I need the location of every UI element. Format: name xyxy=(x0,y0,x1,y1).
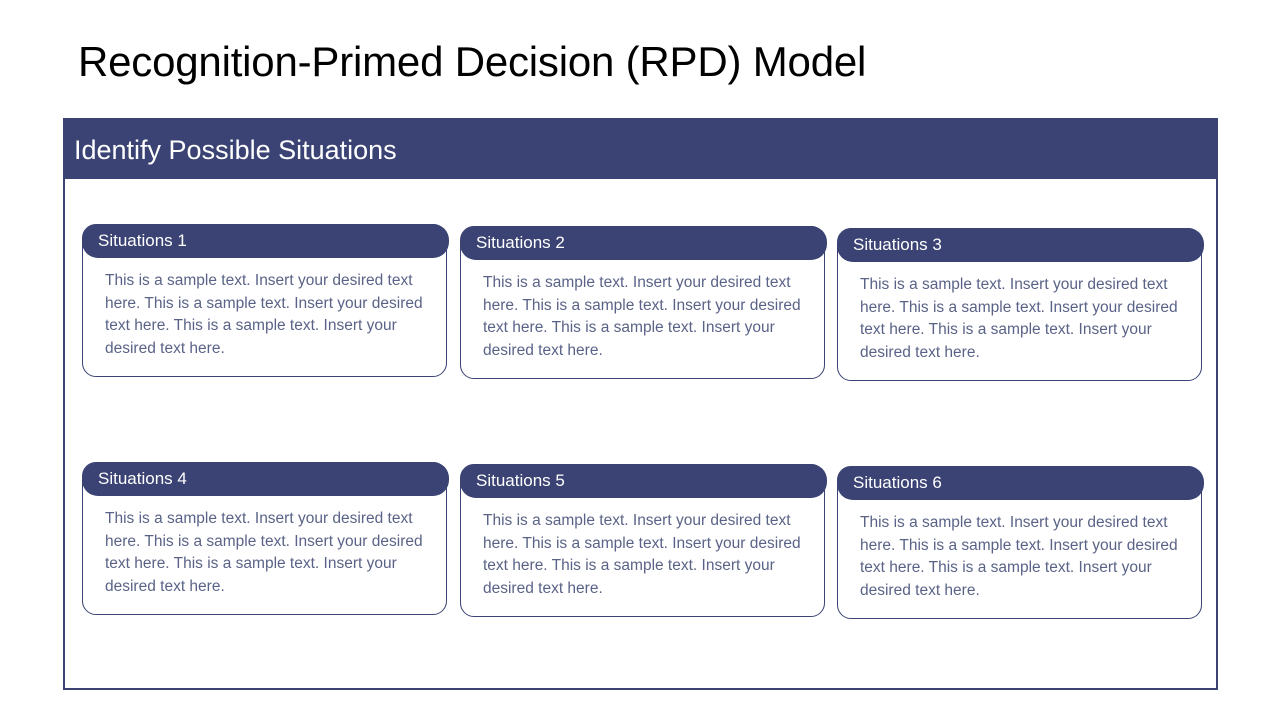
situation-card-1-title: Situations 1 xyxy=(98,231,187,250)
situation-card-3[interactable]: Situations 3 This is a sample text. Inse… xyxy=(837,228,1204,382)
panel-header-bar: Identify Possible Situations xyxy=(63,118,1218,179)
situation-card-2-body: This is a sample text. Insert your desir… xyxy=(483,274,801,359)
situation-card-3-body: This is a sample text. Insert your desir… xyxy=(860,276,1178,361)
situation-card-5-header: Situations 5 xyxy=(460,464,827,498)
situation-card-4[interactable]: Situations 4 This is a sample text. Inse… xyxy=(82,462,449,616)
situation-card-6-body: This is a sample text. Insert your desir… xyxy=(860,514,1178,599)
situation-card-3-title: Situations 3 xyxy=(853,235,942,254)
situation-card-6-title: Situations 6 xyxy=(853,473,942,492)
situation-card-1-body: This is a sample text. Insert your desir… xyxy=(105,272,423,357)
situation-card-5-title: Situations 5 xyxy=(476,471,565,490)
situation-card-1-header: Situations 1 xyxy=(82,224,449,258)
situation-card-2-title: Situations 2 xyxy=(476,233,565,252)
situation-card-2[interactable]: Situations 2 This is a sample text. Inse… xyxy=(460,226,827,380)
situation-card-3-header: Situations 3 xyxy=(837,228,1204,262)
slide-title: Recognition-Primed Decision (RPD) Model xyxy=(78,38,867,85)
situation-card-5[interactable]: Situations 5 This is a sample text. Inse… xyxy=(460,464,827,618)
situation-card-4-title: Situations 4 xyxy=(98,469,187,488)
situation-card-6-header: Situations 6 xyxy=(837,466,1204,500)
situation-card-6[interactable]: Situations 6 This is a sample text. Inse… xyxy=(837,466,1204,620)
situation-card-4-header: Situations 4 xyxy=(82,462,449,496)
panel-header-title: Identify Possible Situations xyxy=(74,135,397,165)
situation-card-4-body: This is a sample text. Insert your desir… xyxy=(105,510,423,595)
identify-situations-panel: Identify Possible Situations Situations … xyxy=(63,118,1218,690)
situation-card-2-header: Situations 2 xyxy=(460,226,827,260)
panel-body: Situations 1 This is a sample text. Inse… xyxy=(63,179,1218,690)
situation-card-1[interactable]: Situations 1 This is a sample text. Inse… xyxy=(82,224,449,378)
situation-card-5-body: This is a sample text. Insert your desir… xyxy=(483,512,801,597)
